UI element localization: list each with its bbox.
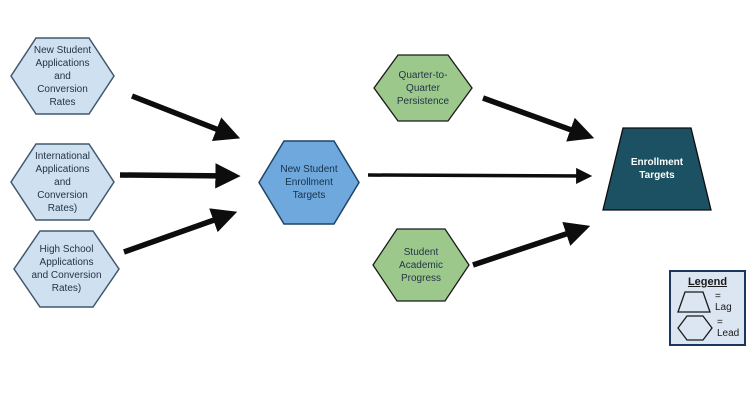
hexagon-shape xyxy=(10,143,115,221)
arrow-new-student-apps-to-targets xyxy=(130,93,241,141)
lead-hexagon-icon xyxy=(677,315,713,341)
node-label: New Student Enrollment Targets xyxy=(280,164,338,201)
node-international-applications: International Applications and Conversio… xyxy=(10,143,115,221)
node-high-school-applications: High School Applications and Conversion … xyxy=(13,230,120,308)
legend-lag-label: = Lag xyxy=(715,291,732,313)
arrow-new-enrollment-to-enrollment-targets xyxy=(367,167,593,184)
hexagon-shape xyxy=(373,54,473,122)
node-label: High School Applications and Conversion … xyxy=(31,244,102,294)
hexagon-shape xyxy=(258,140,360,225)
trapezoid-shape xyxy=(602,127,712,211)
lag-trapezoid-icon xyxy=(677,291,711,313)
legend-item-lag: = Lag xyxy=(675,291,740,313)
legend-box: Legend = Lag = Lead xyxy=(669,270,746,346)
arrow-persistence-to-enrollment-targets xyxy=(482,95,595,142)
node-student-academic-progress: Student Academic Progress xyxy=(372,228,470,302)
arrow-academic-progress-to-enrollment-targets xyxy=(472,221,591,268)
legend-lead-label: = Lead xyxy=(717,317,740,339)
node-enrollment-targets: Enrollment Targets xyxy=(602,127,712,211)
node-new-student-applications: New Student Applications and Conversion … xyxy=(10,37,115,115)
legend-item-lead: = Lead xyxy=(675,315,740,341)
node-quarter-to-quarter-persistence: Quarter-to-Quarter Persistence xyxy=(373,54,473,122)
node-label: Student Academic Progress xyxy=(399,246,443,284)
hexagon-shape xyxy=(372,228,470,302)
legend-title: Legend xyxy=(687,276,728,288)
node-label: New Student Applications and Conversion … xyxy=(33,44,92,108)
node-label: Quarter-to-Quarter Persistence xyxy=(396,69,450,107)
hexagon-shape xyxy=(13,230,120,308)
arrow-high-school-apps-to-targets xyxy=(123,208,238,255)
node-label: Enrollment Targets xyxy=(630,157,684,181)
arrow-international-apps-to-targets xyxy=(119,163,241,189)
hexagon-shape xyxy=(10,37,115,115)
node-new-student-enrollment-targets: New Student Enrollment Targets xyxy=(258,140,360,225)
node-label: International Applications and Conversio… xyxy=(34,150,91,214)
